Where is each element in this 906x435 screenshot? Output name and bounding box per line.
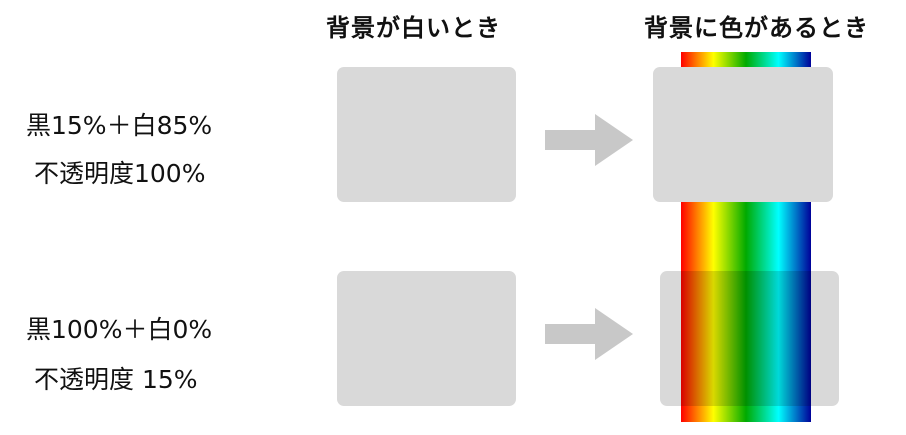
header-white-background: 背景が白いとき: [326, 14, 501, 42]
right-arrow-icon: [545, 308, 633, 360]
row2-box-on-white: [337, 271, 516, 406]
header-colored-background: 背景に色があるとき: [644, 14, 869, 42]
row1-opacity-label: 不透明度100%: [34, 159, 206, 188]
row1-box-on-white: [337, 67, 516, 202]
row2-color-mix-label: 黒100%＋白0%: [26, 315, 213, 344]
row2-box-on-color: [660, 271, 839, 406]
row2-opacity-label: 不透明度 15%: [34, 365, 198, 394]
row1-color-mix-label: 黒15%＋白85%: [26, 111, 213, 140]
row1-box-on-color: [653, 67, 833, 202]
right-arrow-icon: [545, 114, 633, 166]
